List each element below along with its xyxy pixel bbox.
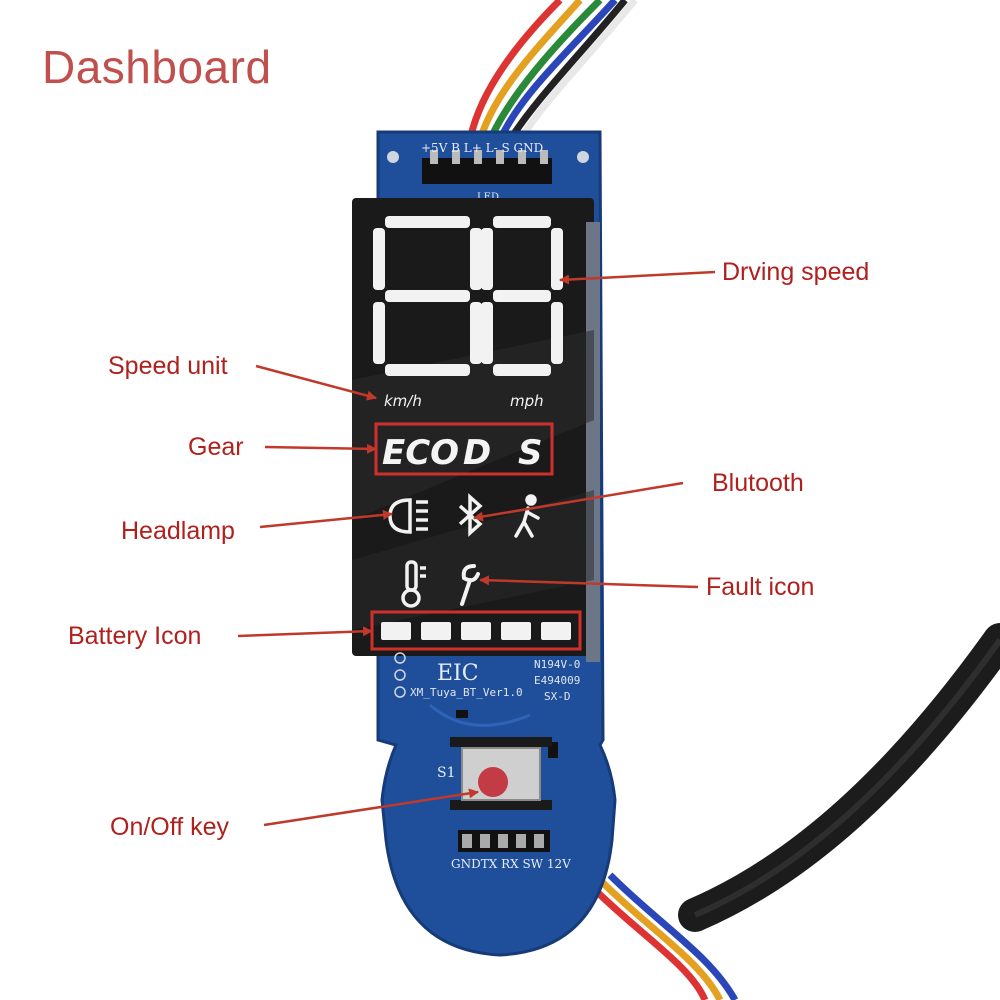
bottom-cable — [587, 623, 1000, 1000]
top-pin-labels: +5V B L+ L- S GND — [421, 141, 543, 155]
label-headlamp: Headlamp — [121, 517, 235, 545]
gear-s: S — [518, 433, 543, 473]
label-bluetooth: Blutooth — [712, 469, 804, 497]
pcb-code-2: E494009 — [534, 674, 580, 687]
battery-bars — [381, 622, 571, 640]
power-button[interactable] — [478, 767, 508, 797]
label-fault-icon: Fault icon — [706, 573, 815, 601]
switch-label: S1 — [437, 765, 456, 781]
label-battery-icon: Battery Icon — [68, 622, 202, 650]
walk-mode-icon — [514, 494, 540, 538]
bottom-pin-labels: GNDTX RX SW 12V — [451, 857, 571, 871]
unit-kmh: km/h — [384, 392, 422, 410]
pcb-code-1: N194V-0 — [534, 658, 580, 671]
pcb-version: XM_Tuya_BT_Ver1.0 — [410, 686, 523, 699]
pcb-lower: EIC XM_Tuya_BT_Ver1.0 N194V-0 E494009 SX… — [394, 652, 580, 758]
unit-mph: mph — [510, 392, 544, 410]
gear-eco: ECO — [382, 433, 459, 473]
led-label: LED — [477, 192, 499, 203]
fault-wrench-icon — [460, 564, 480, 606]
label-onoff-key: On/Off key — [110, 813, 230, 841]
bottom-header: GNDTX RX SW 12V — [451, 830, 571, 871]
temperature-icon — [401, 560, 426, 608]
page-title: Dashboard — [42, 41, 272, 93]
pcb-code-3: SX-D — [544, 690, 571, 703]
label-driving-speed: Drving speed — [722, 258, 870, 286]
callout-arrows — [237, 270, 716, 827]
gear-d: D — [463, 433, 491, 473]
lcd-panel: km/h mph ECO D S — [352, 198, 600, 662]
onoff-switch: S1 — [437, 737, 552, 810]
speed-digits — [373, 216, 563, 376]
pcb-logo: EIC — [437, 661, 479, 686]
label-gear: Gear — [188, 433, 244, 461]
top-wires — [466, 0, 638, 142]
label-speed-unit: Speed unit — [108, 352, 228, 380]
